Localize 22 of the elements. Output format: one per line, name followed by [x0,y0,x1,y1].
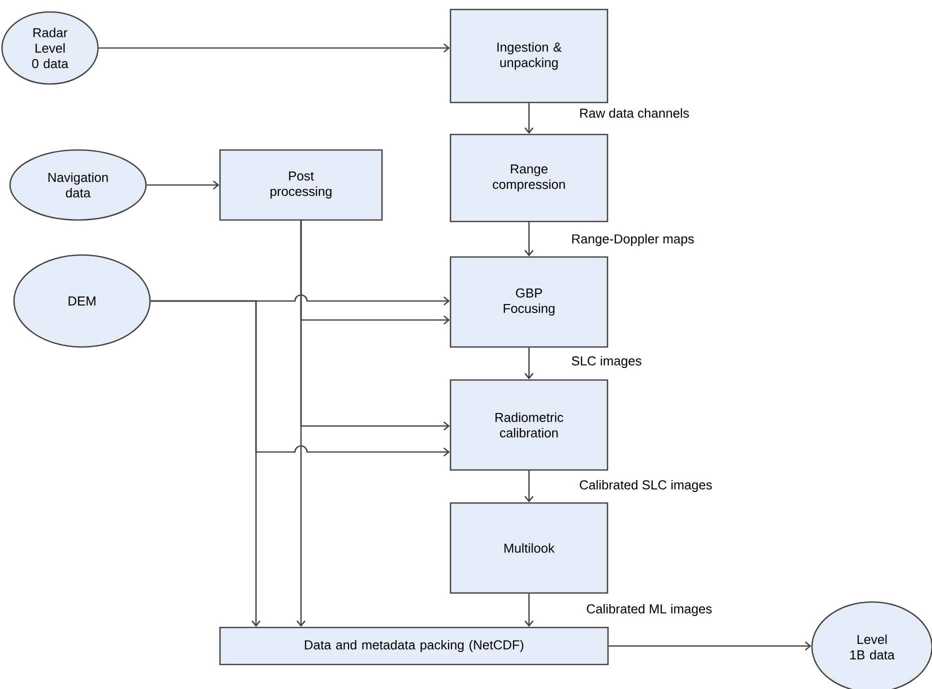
arrow [524,470,534,502]
process-box: GBP Focusing [450,256,608,348]
process-box: Multilook [450,502,608,594]
process-box: Range compression [450,134,608,222]
process-box: Post processing [219,149,383,221]
arrow [524,103,534,134]
process-box: Radiometric calibration [450,379,608,471]
arrow [524,348,534,380]
edge-label: Range-Doppler maps [570,232,696,248]
process-box: Data and metadata packing (NetCDF) [219,626,609,666]
arrow [524,222,534,256]
edge-label: Calibrated ML images [585,602,714,618]
arrow [524,594,534,627]
arrow [296,220,306,627]
arrow [146,180,220,190]
process-box: Ingestion & unpacking [450,8,608,104]
edge-label: SLC images [570,354,643,370]
arrow [150,300,261,627]
arrow [608,641,812,650]
arrow [98,43,450,52]
edge-label: Raw data channels [578,107,690,119]
edge-label: Calibrated SLC images [578,478,714,494]
